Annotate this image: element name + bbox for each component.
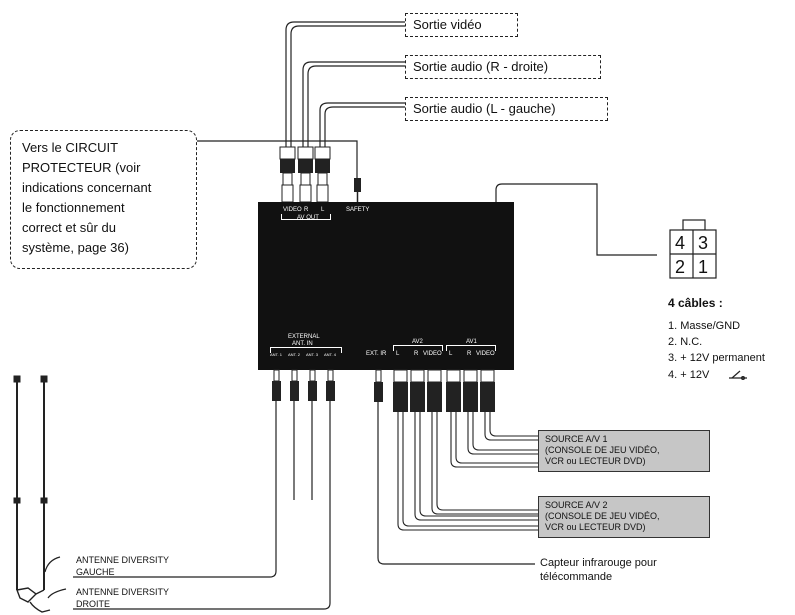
ir-plug — [374, 369, 383, 402]
safety-plug — [354, 178, 361, 202]
av-out-title: AV OUT — [297, 215, 319, 221]
pin-2: 2 — [675, 257, 686, 277]
ant-1-label: ANT. 1 — [270, 352, 283, 357]
cables-title: 4 câbles : — [668, 296, 723, 310]
video-out-label: Sortie vidéo — [413, 17, 482, 32]
av1-l-label: L — [449, 351, 453, 357]
ir-sensor-line-1: Capteur infrarouge pour — [540, 557, 657, 569]
ignition-key-icon — [729, 370, 747, 381]
main-unit — [258, 202, 514, 370]
pin-4: 4 — [675, 233, 686, 253]
antenna-base — [16, 587, 51, 613]
antenna-right-cable — [73, 401, 331, 610]
audio-right-callout — [405, 55, 601, 79]
protector-note-box — [10, 130, 197, 269]
antenna-right — [40, 375, 48, 590]
audio-left-callout — [405, 97, 608, 121]
ant-2-label: ANT. 2 — [288, 352, 301, 357]
av2-bracket — [393, 345, 443, 351]
ir-cable — [377, 402, 535, 565]
protector-note-line-2: PROTECTEUR (voir — [22, 160, 141, 175]
av-out-l-label: L — [321, 207, 325, 213]
ant-4-label: ANT. 4 — [324, 352, 337, 357]
source-av1-box: SOURCE A/V 1 (CONSOLE DE JEU VIDÉO, VCR … — [538, 430, 710, 472]
av2-l-label: L — [396, 351, 400, 357]
cable-item-3: 3. + 12V permanent — [668, 352, 765, 364]
audio-right-label: Sortie audio (R - droite) — [413, 59, 549, 74]
av2-label: AV2 — [412, 339, 423, 345]
av2-video-label: VIDEO — [423, 351, 442, 357]
safety-label: SAFETY — [346, 207, 370, 213]
av-out-plugs — [279, 146, 331, 203]
ant-3-label: ANT. 3 — [306, 352, 319, 357]
pin-1: 1 — [698, 257, 709, 277]
pin-3: 3 — [698, 233, 709, 253]
source-av2-line-1: SOURCE A/V 2 — [545, 500, 608, 510]
av2-r-label: R — [414, 351, 419, 357]
antenna-right-line-1: ANTENNE DIVERSITY — [76, 587, 170, 597]
source-av1-line-2: (CONSOLE DE JEU VIDÉO, — [545, 445, 660, 455]
av-out-r-label: R — [304, 207, 309, 213]
audio-l-cable — [319, 102, 405, 147]
ant-in-bracket — [270, 347, 342, 353]
audio-left-label: Sortie audio (L - gauche) — [413, 101, 556, 116]
protector-note-line-4: le fonctionnement — [22, 200, 125, 215]
source-av2-line-2: (CONSOLE DE JEU VIDÉO, — [545, 511, 660, 521]
antenna-right-line-2: DROITE — [76, 599, 111, 609]
video-out-callout — [405, 13, 518, 37]
safety-wire — [197, 140, 358, 178]
av1-r-label: R — [467, 351, 472, 357]
protector-note-line-6: système, page 36) — [22, 240, 129, 255]
ant-in-label: ANT. IN — [292, 341, 313, 347]
source-av1-line-1: SOURCE A/V 1 — [545, 434, 608, 444]
av-out-bracket — [281, 214, 331, 220]
av1-video-label: VIDEO — [476, 351, 495, 357]
power-wire — [495, 183, 657, 256]
cable-item-2: 2. N.C. — [668, 336, 703, 348]
av-input-plugs — [393, 369, 495, 412]
audio-r-cable — [302, 61, 405, 147]
protector-note-line-5: correct et sûr du — [22, 220, 116, 235]
cable-item-4: 4. + 12V — [668, 369, 710, 381]
antenna-left — [13, 375, 21, 590]
cable-item-1: 1. Masse/GND — [668, 320, 741, 332]
external-label: EXTERNAL — [288, 334, 320, 340]
av1-bracket — [446, 345, 496, 351]
video-out-cable — [285, 21, 405, 147]
source-av2-line-3: VCR ou LECTEUR DVD) — [545, 522, 646, 532]
ext-ir-label: EXT. IR — [366, 351, 387, 357]
power-connector — [669, 219, 717, 279]
antenna-left-line-1: ANTENNE DIVERSITY — [76, 555, 170, 565]
protector-note-line-1: Vers le CIRCUIT — [22, 140, 119, 155]
av-out-video-label: VIDEO — [283, 207, 302, 213]
ir-sensor-line-2: télécommande — [540, 571, 613, 583]
antenna-left-cable — [73, 401, 277, 578]
source-av1-line-3: VCR ou LECTEUR DVD) — [545, 456, 646, 466]
antenna-plugs — [272, 369, 335, 401]
source-av2-box: SOURCE A/V 2 (CONSOLE DE JEU VIDÉO, VCR … — [538, 496, 710, 538]
protector-note-line-3: indications concernant — [22, 180, 152, 195]
antenna-left-line-2: GAUCHE — [76, 567, 115, 577]
av1-label: AV1 — [466, 339, 477, 345]
